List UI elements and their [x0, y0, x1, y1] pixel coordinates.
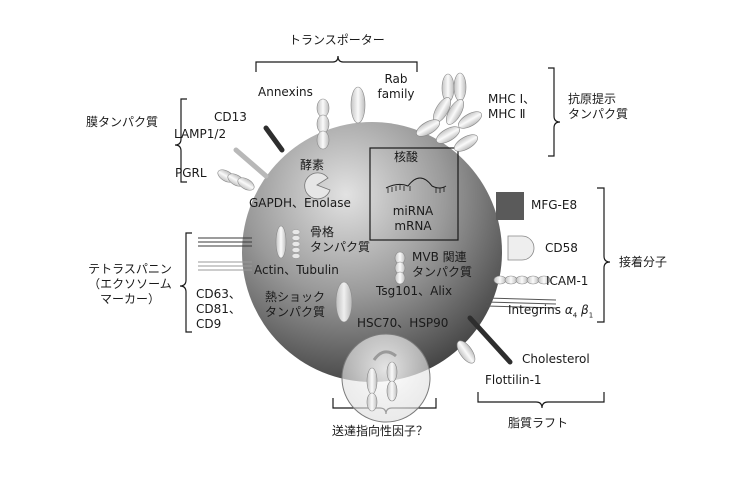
cytoskeleton-label-line1: 骨格 — [310, 225, 335, 239]
mvb-protein — [394, 251, 406, 285]
transporter-label: トランスポーター — [289, 33, 385, 47]
alpha-symbol: α — [564, 303, 573, 317]
icam-protein — [493, 275, 551, 285]
tetraspanin-label: テトラスパニン （エクソソーム マーカー） — [78, 262, 182, 307]
transporter-bracket — [255, 55, 418, 72]
flotillin-protein — [456, 340, 476, 364]
rna-label: miRNA mRNA — [382, 204, 444, 234]
tetraspanin-label-line3: マーカー） — [99, 292, 160, 306]
cd-markers-label: CD63、 CD81、 CD9 — [196, 287, 241, 332]
bud-protein-3 — [386, 361, 398, 383]
lamp-protein — [233, 147, 269, 179]
pgrl-protein — [217, 169, 255, 191]
antigen-label-line1: 抗原提示 — [568, 92, 617, 106]
mfge8-label: MFG-E8 — [531, 198, 578, 212]
cd9-label: CD9 — [196, 317, 222, 331]
tubulin-stack — [291, 229, 301, 259]
tetraspanin-label-line2: （エクソソーム — [88, 277, 172, 291]
targeting-label: 送達指向性因子？ — [332, 424, 429, 438]
cd13-protein — [263, 125, 285, 153]
tetraspanin-label-line1: テトラスパニン — [88, 262, 172, 276]
budding-vesicle — [341, 333, 431, 423]
heat-shock-protein — [335, 281, 353, 323]
cytoskeleton-protein — [275, 225, 287, 259]
cytoskeleton-label: 骨格 タンパク質 — [310, 225, 370, 255]
rab-label-line1: Rab — [384, 72, 408, 86]
rab-family-label: Rab family — [376, 72, 416, 102]
heat-shock-label: 熱ショック タンパク質 — [265, 290, 325, 320]
membrane-protein-label: 膜タンパク質 — [86, 115, 159, 129]
actin-label: Actin、Tubulin — [254, 263, 339, 277]
antigen-label-line2: タンパク質 — [568, 107, 629, 121]
adhesion-label: 接着分子 — [619, 255, 668, 269]
tetraspanin-bracket — [179, 232, 192, 333]
mhc-protein — [416, 72, 482, 152]
beta-symbol: β — [581, 303, 589, 317]
cd81-label: CD81、 — [196, 302, 241, 316]
mrna-label: mRNA — [394, 219, 432, 233]
enzyme-label: 酵素 — [300, 158, 325, 172]
flotillin-label: Flottilin-1 — [485, 373, 542, 387]
cytoskeleton-label-line2: タンパク質 — [310, 240, 371, 254]
mvb-label-line1: MVB 関連 — [412, 250, 467, 264]
mhc-label: MHC Ⅰ、 MHC Ⅱ — [488, 92, 535, 122]
lipid-raft-bracket — [477, 392, 605, 409]
membrane-protein-bracket — [174, 98, 187, 183]
mvb-label-line2: タンパク質 — [412, 265, 473, 279]
tetraspanin-protein — [198, 237, 252, 271]
antigen-label: 抗原提示 タンパク質 — [568, 92, 628, 122]
cd13-label: CD13 — [214, 110, 247, 124]
lipid-raft-label: 脂質ラフト — [508, 416, 569, 430]
rab-label-line2: family — [377, 87, 415, 101]
lamp-label: LAMP1/2 — [174, 127, 227, 141]
bud-protein-1 — [366, 367, 378, 395]
cd63-label: CD63、 — [196, 287, 241, 301]
cholesterol-label: Cholesterol — [522, 352, 590, 366]
bud-protein-4 — [386, 380, 398, 402]
adhesion-bracket — [597, 187, 611, 323]
gapdh-label: GAPDH、Enolase — [249, 196, 351, 210]
heat-shock-label-line2: タンパク質 — [265, 305, 326, 319]
annexins-protein — [316, 98, 330, 150]
rab-protein — [350, 86, 366, 124]
antigen-bracket — [548, 67, 561, 157]
bud-protein-2 — [366, 392, 378, 412]
alpha-subscript: 4 — [572, 311, 578, 320]
bud-receptor — [372, 350, 397, 361]
mvb-label: MVB 関連 タンパク質 — [412, 250, 472, 280]
pgrl-label: PGRL — [175, 166, 207, 180]
mirna-label: miRNA — [392, 204, 434, 218]
integrin-protein — [485, 297, 557, 309]
nucleic-label: 核酸 — [394, 150, 419, 164]
integrins-text: Integrins — [508, 303, 561, 317]
mhc-label-line2: MHC Ⅱ — [488, 107, 526, 121]
icam-label: ICAM-1 — [546, 274, 589, 288]
rna-strand — [385, 177, 447, 189]
cholesterol-rod — [467, 315, 513, 365]
hsc-label: HSC70、HSP90 — [357, 316, 449, 330]
mhc-label-line1: MHC Ⅰ、 — [488, 92, 536, 106]
cd58-label: CD58 — [545, 241, 578, 255]
heat-shock-label-line1: 熱ショック — [265, 290, 326, 304]
rna-bases — [387, 185, 445, 193]
annexins-label: Annexins — [258, 85, 313, 99]
tsg-label: Tsg101、Alix — [376, 284, 453, 298]
nucleic-acid-box — [369, 147, 459, 241]
cd58-protein — [507, 235, 535, 261]
beta-subscript: 1 — [588, 311, 594, 320]
mfge8-protein — [496, 192, 524, 220]
enzyme-icon — [304, 172, 331, 200]
integrins-label: Integrins α4 β1 — [508, 303, 593, 323]
